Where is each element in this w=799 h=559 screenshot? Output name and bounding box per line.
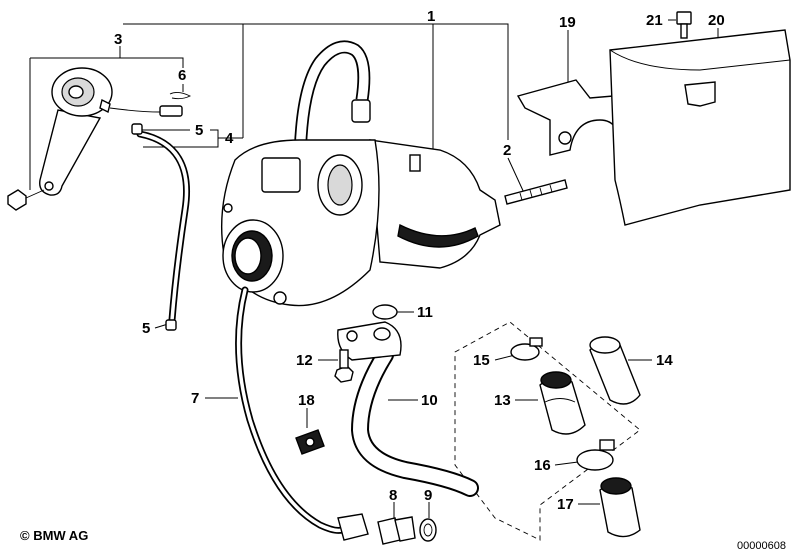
hose-clamp-lower — [576, 439, 615, 471]
hose-small — [539, 371, 586, 435]
union-fitting — [377, 516, 416, 545]
hose-clamp-upper — [510, 337, 543, 361]
callout-14: 14 — [656, 352, 673, 369]
callout-5-upper: 5 — [195, 122, 203, 139]
oil-feed-line — [235, 286, 369, 541]
clip — [169, 91, 192, 100]
callout-13: 13 — [494, 392, 511, 409]
callout-labels: 1 2 3 4 5 5 6 7 8 9 10 11 12 13 14 15 16… — [114, 8, 725, 513]
callout-16: 16 — [534, 457, 551, 474]
flange-bolt — [334, 349, 354, 383]
hose-connector — [599, 477, 641, 538]
callout-21: 21 — [646, 12, 663, 29]
seal-ring — [419, 518, 437, 542]
copyright-notice: © BMW AG — [20, 528, 89, 543]
callout-20: 20 — [708, 12, 725, 29]
oil-return-pipe — [337, 321, 479, 497]
pipe-clamp — [295, 429, 325, 455]
callout-2: 2 — [503, 142, 511, 159]
callout-6: 6 — [178, 67, 186, 84]
hose-large — [589, 336, 641, 405]
callout-3: 3 — [114, 31, 122, 48]
callout-18: 18 — [298, 392, 315, 409]
heat-shield — [609, 29, 791, 226]
callout-17: 17 — [557, 496, 574, 513]
callout-1: 1 — [427, 8, 435, 25]
gasket — [372, 304, 398, 320]
turbocharger — [220, 40, 501, 307]
callout-19: 19 — [559, 14, 576, 31]
stud-bolt — [504, 179, 568, 205]
callout-9: 9 — [424, 487, 432, 504]
callout-8: 8 — [389, 487, 397, 504]
heat-shield-bolt — [676, 11, 692, 39]
callout-10: 10 — [421, 392, 438, 409]
callout-7: 7 — [191, 390, 199, 407]
wastegate-actuator — [39, 67, 183, 196]
callout-4: 4 — [225, 130, 234, 147]
document-number: 00000608 — [737, 540, 786, 552]
callout-12: 12 — [296, 352, 313, 369]
leader-lines — [29, 19, 719, 520]
callout-15: 15 — [473, 352, 490, 369]
callout-11: 11 — [417, 304, 433, 321]
vacuum-hose — [131, 123, 190, 331]
actuator-bolt — [7, 189, 45, 211]
callout-5-lower: 5 — [142, 320, 150, 337]
